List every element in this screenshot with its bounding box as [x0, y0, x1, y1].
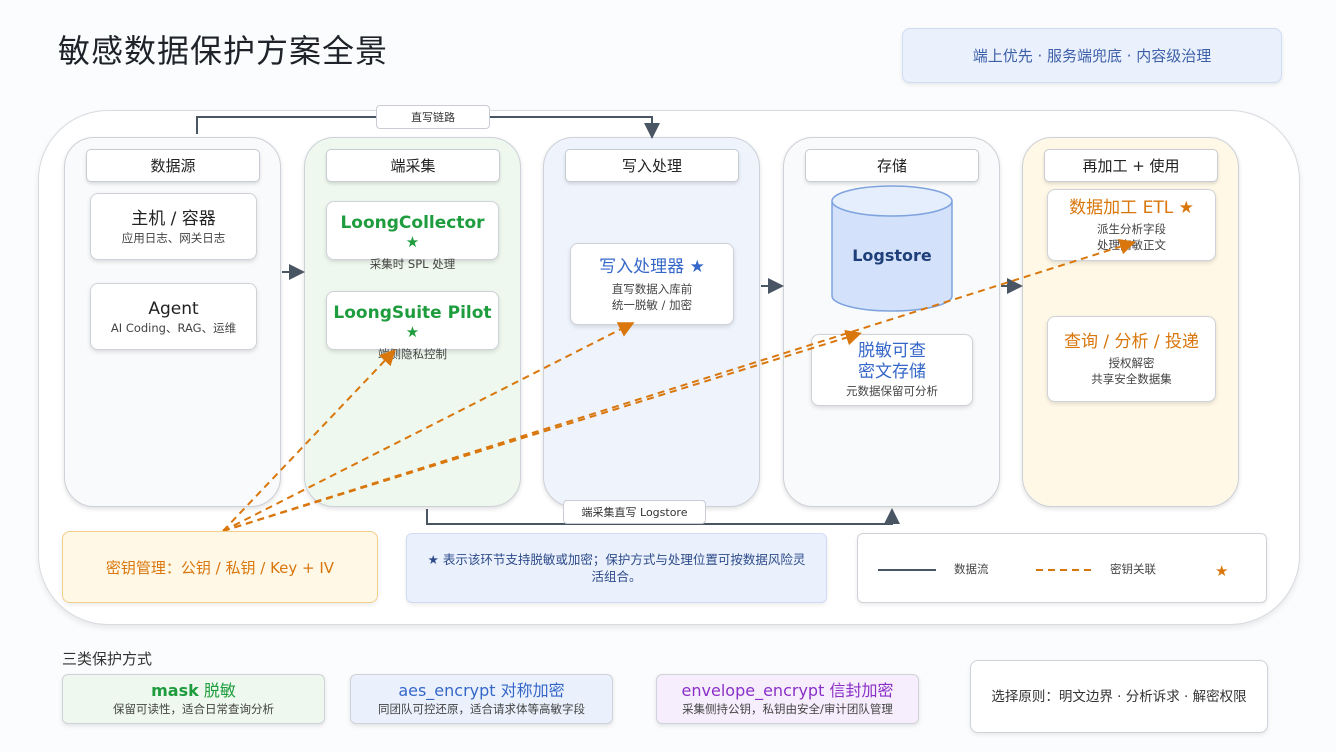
card-host-container: 主机 / 容器 应用日志、网关日志 — [90, 193, 257, 260]
header-data-source: 数据源 — [86, 149, 260, 182]
card-subtitle: AI Coding、RAG、运维 — [110, 320, 237, 335]
method-name: envelope_encrypt — [681, 681, 825, 700]
card-title: LoongSuite Pilot — [333, 302, 492, 323]
card-title: 密文存储 — [858, 362, 926, 382]
method-aes-encrypt: aes_encrypt 对称加密 同团队可控还原，适合请求体等高敏字段 — [350, 674, 613, 724]
page-title: 敏感数据保护方案全景 — [58, 32, 389, 70]
card-title: LoongCollector — [340, 212, 485, 233]
label-collect-direct: 端采集直写 Logstore — [563, 500, 706, 524]
header-write: 写入处理 — [565, 149, 739, 182]
card-title: 主机 / 容器 — [131, 208, 216, 229]
card-subtitle: 采集时 SPL 处理 — [369, 257, 456, 271]
card-query-analyze: 查询 / 分析 / 投递 授权解密 共享安全数据集 — [1047, 316, 1216, 402]
card-subtitle: 应用日志、网关日志 — [121, 230, 226, 245]
method-name-cn: 对称加密 — [500, 681, 565, 700]
card-subtitle: 授权解密 — [1108, 356, 1155, 370]
header-reuse: 再加工 + 使用 — [1044, 149, 1218, 182]
card-storage-mask: 脱敏可查 密文存储 元数据保留可分析 — [811, 334, 973, 406]
card-agent: Agent AI Coding、RAG、运维 — [90, 283, 257, 350]
star-icon: ★ — [405, 322, 420, 341]
legend: 数据流 密钥关联 ★ — [857, 533, 1267, 603]
method-desc: 同团队可控还原，适合请求体等高敏字段 — [378, 702, 585, 716]
card-loongsuite-pilot: LoongSuite Pilot ★ — [326, 291, 499, 350]
card-subtitle: 元数据保留可分析 — [846, 384, 938, 398]
card-subtitle: 直写数据入库前 — [611, 281, 693, 296]
card-subtitle: 共享安全数据集 — [1091, 372, 1172, 386]
card-title: 写入处理器 ★ — [599, 256, 705, 277]
method-desc: 采集侧持公钥，私钥由安全/审计团队管理 — [682, 702, 893, 716]
key-management-box: 密钥管理：公钥 / 私钥 / Key + IV — [62, 531, 378, 603]
card-write-processor: 写入处理器 ★ 直写数据入库前 统一脱敏 / 加密 — [570, 243, 734, 325]
method-name: mask — [151, 681, 199, 700]
method-name-cn: 信封加密 — [829, 681, 894, 700]
card-title: 数据加工 ETL ★ — [1069, 198, 1194, 218]
card-subtitle: 统一脱敏 / 加密 — [611, 297, 693, 312]
key-link — [222, 349, 396, 532]
tagline-banner: 端上优先 · 服务端兜底 · 内容级治理 — [902, 28, 1282, 83]
method-name: aes_encrypt — [398, 681, 496, 700]
selection-principle: 选择原则：明文边界 · 分析诉求 · 解密权限 — [970, 660, 1268, 733]
star-note: ★ 表示该环节支持脱敏或加密；保护方式与处理位置可按数据风险灵活组合。 — [406, 533, 827, 603]
key-link — [222, 238, 1136, 532]
header-storage: 存储 — [805, 149, 979, 182]
label-direct-write: 直写链路 — [376, 105, 490, 129]
card-subtitle: 派生分析字段 — [1097, 222, 1166, 236]
legend-key-label: 密钥关联 — [1110, 562, 1156, 576]
card-title: 查询 / 分析 / 投递 — [1063, 332, 1200, 352]
star-icon: ★ — [405, 232, 420, 251]
method-envelope-encrypt: envelope_encrypt 信封加密 采集侧持公钥，私钥由安全/审计团队管… — [656, 674, 919, 724]
section-title: 三类保护方式 — [62, 650, 153, 668]
method-mask: mask 脱敏 保留可读性，适合日常查询分析 — [62, 674, 325, 724]
method-desc: 保留可读性，适合日常查询分析 — [113, 702, 274, 716]
legend-key-line — [1036, 569, 1092, 571]
legend-star-icon: ★ — [1215, 562, 1229, 580]
header-collect: 端采集 — [326, 149, 500, 182]
legend-flow-label: 数据流 — [954, 562, 989, 576]
card-title: Agent — [148, 298, 199, 319]
key-link — [222, 322, 635, 532]
legend-flow-line — [878, 569, 936, 571]
card-title: 脱敏可查 — [858, 341, 926, 361]
collect-direct-arrow — [426, 508, 900, 525]
method-name-cn: 脱敏 — [203, 681, 236, 700]
card-loongcollector: LoongCollector ★ — [326, 201, 499, 260]
logstore-label: Logstore — [852, 246, 932, 265]
